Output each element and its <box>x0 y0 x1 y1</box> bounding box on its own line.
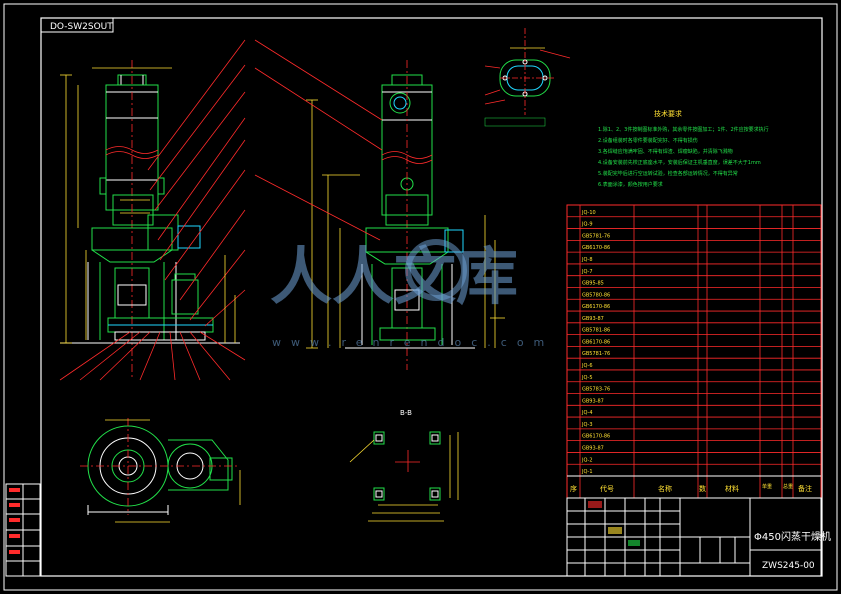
bom-row-code: JQ-10 <box>581 210 596 216</box>
watermark: 人人文库 www.renrendoc.com <box>270 239 554 349</box>
bom-row-code: JQ-6 <box>581 363 593 369</box>
bom-row-code: GB6170-86 <box>582 339 610 345</box>
bom-row-code: JQ-4 <box>581 410 593 416</box>
bom-header-6: 单重 <box>762 483 772 490</box>
outer-border <box>3 3 838 591</box>
bom-row-code: JQ-9 <box>581 222 593 228</box>
bom-header-4: 数 <box>699 484 706 493</box>
bom-row-code: GB5783-76 <box>582 387 610 393</box>
bom-row-code: JQ-2 <box>581 457 593 463</box>
bom-row-code: JQ-1 <box>581 469 593 475</box>
bom-header-1: 序 <box>570 484 577 493</box>
inner-border <box>40 17 823 577</box>
bom-row-code: GB6170-86 <box>582 434 610 440</box>
bom-row-code: JQ-3 <box>581 422 593 428</box>
code-tab-box <box>40 17 114 33</box>
tech-req-line-4: 4.设备安装前先校正底座水平，安装后保证主机垂直度，误差不大于1mm <box>598 159 761 166</box>
watermark-logo-text: 人人文库 <box>270 240 518 313</box>
bom-row-code: GB93-87 <box>582 445 604 451</box>
tech-req-line-2: 2.设备组装时各零件要装配完好、不得有损伤 <box>598 137 698 144</box>
bom-header-2: 代号 <box>600 484 614 493</box>
bom-header-3: 名称 <box>658 484 672 493</box>
bom-header-7: 总重 <box>783 483 793 490</box>
bom-row-code: JQ-7 <box>581 269 593 275</box>
section-label: B-B <box>400 409 412 417</box>
tech-req-line-5: 5.装配完毕后进行空运转试验，检查各部运转情况，不得有异常 <box>598 170 738 177</box>
watermark-url: www.renrendoc.com <box>272 336 554 349</box>
bom-row-code: GB5781-76 <box>582 233 610 239</box>
bom-header-5: 材料 <box>725 484 739 493</box>
tech-req-title: 技术要求 <box>654 109 682 118</box>
front-view-left <box>59 39 246 381</box>
tech-req-line-3: 3.各焊缝应饱满牢固、不得有焊渣、焊瘤缺陷，并清除飞溅物 <box>598 148 733 155</box>
section-b-b: B-B <box>349 409 459 522</box>
code-tab-text: DO-SW2SOUT <box>50 22 113 32</box>
bom-row-code: GB93-87 <box>582 398 604 404</box>
bom-header-8: 备注 <box>798 484 812 493</box>
bom-row-code: GB5780-86 <box>582 292 610 298</box>
bom-row-code: GB6170-86 <box>582 304 610 310</box>
bom-row-code: GB93-87 <box>582 316 604 322</box>
bom-table: JQ-10JQ-9GB5781-76GB6170-86JQ-8JQ-7GB95-… <box>566 204 822 499</box>
bom-row-code: GB5781-76 <box>582 351 610 357</box>
tech-req-line-6: 6.表面涂漆，颜色按用户要求 <box>598 181 663 188</box>
bom-row-code: GB5781-86 <box>582 328 610 334</box>
side-view-middle <box>254 39 505 370</box>
drawing-title: Φ450闪蒸干燥机 <box>754 530 831 543</box>
bom-row-code: JQ-5 <box>581 375 593 381</box>
bom-row-code: GB6170-86 <box>582 245 610 251</box>
flange-detail-view <box>484 28 571 127</box>
technical-requirements: 技术要求 1.除1、2、3件按制图标准外购，其余零件按图加工；1件、2件应按要求… <box>598 109 769 188</box>
drawing-number: ZWS245-00 <box>762 561 815 571</box>
bom-row-code: JQ-8 <box>581 257 593 263</box>
revision-strip <box>5 483 41 577</box>
bom-row-code: GB95-85 <box>582 281 604 287</box>
top-view-bottom-left <box>80 418 241 523</box>
tech-req-line-1: 1.除1、2、3件按制图标准外购，其余零件按图加工；1件、2件应按要求执行 <box>598 126 769 133</box>
title-block: Φ450闪蒸干燥机 ZWS245-00 <box>566 497 831 577</box>
